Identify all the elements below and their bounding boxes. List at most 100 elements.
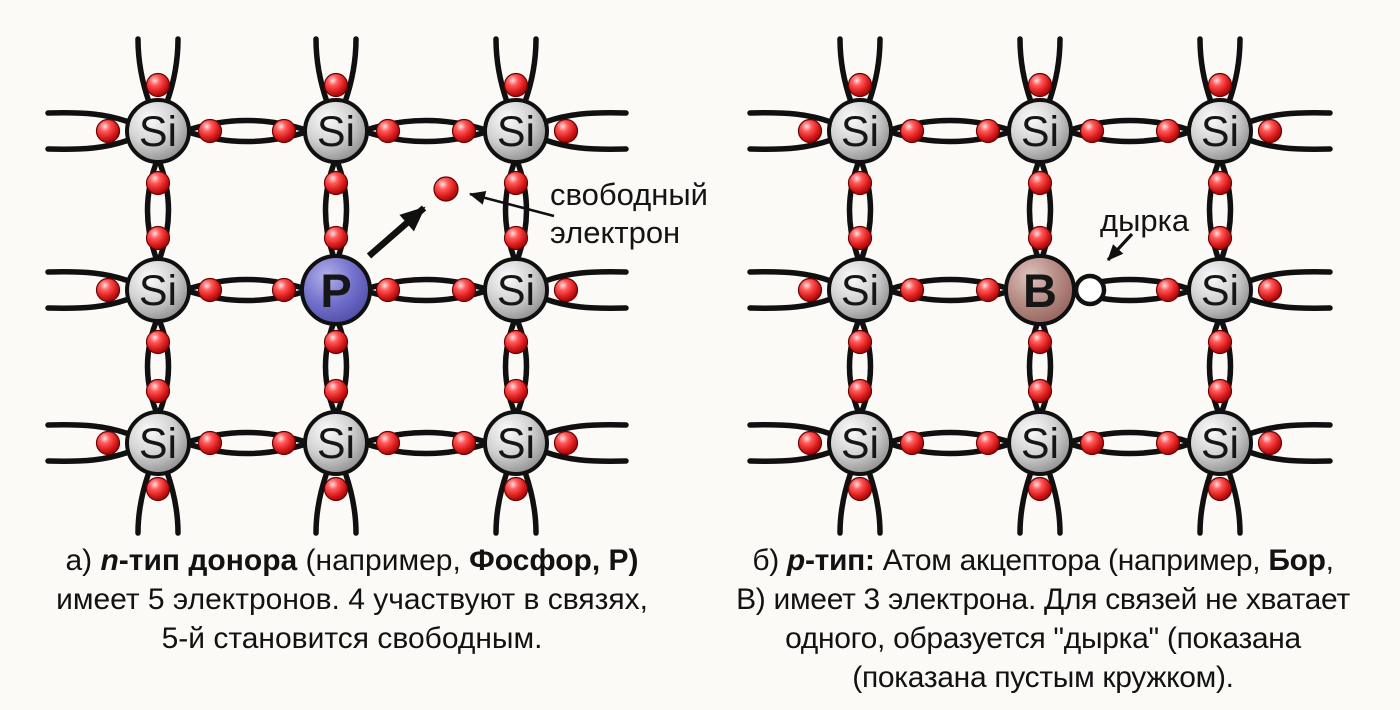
atom-label: Si: [1201, 420, 1239, 468]
caption-segment: -тип донора: [118, 544, 298, 577]
atom-label: Si: [841, 267, 879, 315]
caption-segment: n: [100, 544, 119, 577]
caption-segment: б): [752, 544, 787, 577]
electron-dot: [503, 72, 529, 98]
edge-bond: [313, 469, 359, 536]
atom-circle: [483, 257, 549, 323]
electron-dot: [1079, 430, 1105, 456]
electron-dot: [323, 72, 349, 98]
caption-line: одного, образуется "дырка" (показана: [690, 619, 1396, 658]
edge-bond: [493, 36, 539, 105]
atom-si: Si: [483, 98, 549, 164]
atom-si: Si: [483, 410, 549, 476]
electron-dot: [847, 476, 873, 502]
electron-dot: [1079, 118, 1105, 144]
electron-dot: [1207, 225, 1233, 251]
atom-si: Si: [125, 98, 191, 164]
electron-dot: [1207, 476, 1233, 502]
atom-si: Si: [1187, 257, 1253, 323]
atom-si: Si: [303, 410, 369, 476]
electron-dot: [323, 225, 349, 251]
electron-dot: [797, 118, 823, 144]
atom-label: Si: [497, 267, 535, 315]
atom-si: Si: [1187, 98, 1253, 164]
atom-si: Si: [827, 98, 893, 164]
edge-bond: [747, 110, 834, 152]
atom-si: Si: [125, 410, 191, 476]
atom-p: P: [300, 254, 372, 326]
electron-dot: [197, 118, 223, 144]
caption-segment: имеет 5 электронов. 4 участвуют в связях…: [56, 583, 648, 616]
electron-dot: [975, 277, 1001, 303]
covalent-bond: [144, 155, 172, 266]
caption-segment: (например,: [297, 544, 470, 577]
caption-n-type: а) n-тип донора (например, Фосфор, Р)име…: [6, 541, 698, 658]
electron-dot: [1155, 277, 1181, 303]
electron-dot: [271, 430, 297, 456]
electron-dot: [847, 378, 873, 404]
electron-dot: [1257, 430, 1283, 456]
edge-bond: [1246, 110, 1333, 152]
electron-dot: [375, 430, 401, 456]
electron-dot: [197, 430, 223, 456]
atom-circle: [303, 410, 369, 476]
atom-si: Si: [1007, 98, 1073, 164]
atom-label: Si: [139, 267, 177, 315]
edge-bond: [135, 469, 181, 536]
atom-circle: [125, 257, 191, 323]
electron-dot: [1257, 118, 1283, 144]
electron-dot: [503, 329, 529, 355]
electron-dot: [1257, 277, 1283, 303]
free-electron-label: свободный: [550, 177, 708, 212]
electron-dot: [847, 329, 873, 355]
atom-b: B: [1004, 254, 1076, 326]
edge-bond: [542, 422, 629, 464]
atom-circle: [300, 254, 372, 326]
edge-bond: [1017, 36, 1063, 105]
atom-label: Si: [1201, 267, 1239, 315]
electron-dot: [847, 225, 873, 251]
caption-segment: Бор: [1268, 544, 1326, 577]
atom-circle: [827, 410, 893, 476]
electron-dot: [553, 277, 579, 303]
edge-bond: [1246, 422, 1333, 464]
electron-dot: [1207, 378, 1233, 404]
electron-dot: [503, 225, 529, 251]
atom-si: Si: [483, 257, 549, 323]
edge-bond: [1197, 36, 1243, 105]
atom-circle: [1187, 257, 1253, 323]
electron-dot: [1207, 329, 1233, 355]
free-electron-arrow: [366, 205, 427, 259]
electron-dot: [433, 176, 459, 202]
edge-bond: [1197, 469, 1243, 536]
atom-circle: [125, 410, 191, 476]
edge-bond: [313, 36, 359, 105]
hole-label-arrow: [1106, 232, 1134, 262]
atom-si: Si: [1187, 410, 1253, 476]
electron-dot: [975, 430, 1001, 456]
hole-label: дырка: [1100, 203, 1190, 238]
electron-dot: [899, 277, 925, 303]
caption-segment: одного, образуется "дырка" (показана: [785, 622, 1301, 655]
edge-bond: [493, 469, 539, 536]
electron-dot: [1027, 170, 1053, 196]
atom-label: Si: [841, 108, 879, 156]
edge-bond: [747, 269, 834, 311]
atom-circle: [483, 410, 549, 476]
electron-dot: [503, 476, 529, 502]
electron-dot: [1027, 225, 1053, 251]
atom-circle: [827, 257, 893, 323]
p_type-electrons: [797, 72, 1283, 502]
covalent-bond: [322, 155, 350, 266]
electron-dot: [975, 118, 1001, 144]
electron-dot: [145, 476, 171, 502]
electron-dot: [323, 329, 349, 355]
covalent-bond: [1206, 314, 1234, 419]
electron-dot: [1027, 72, 1053, 98]
caption-segment: Атом акцептора (например,: [874, 544, 1269, 577]
electron-dot: [797, 430, 823, 456]
electron-dot: [1207, 72, 1233, 98]
